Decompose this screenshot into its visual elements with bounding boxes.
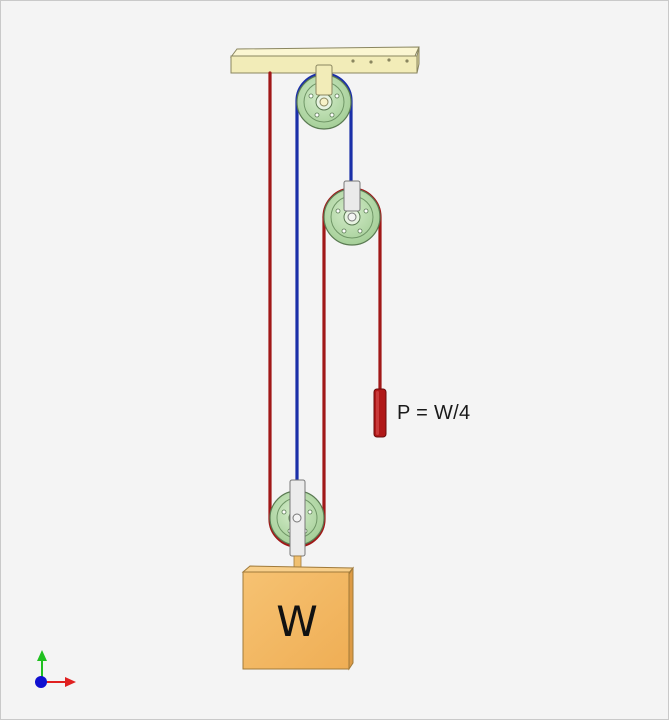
weight-label: W <box>276 597 318 646</box>
lower-pulley <box>269 479 325 571</box>
ropes <box>268 71 382 548</box>
xyz-axis-triad-icon <box>35 650 76 688</box>
middle-pulley <box>323 180 381 246</box>
top-pulley <box>296 64 352 130</box>
effort-handle <box>373 388 387 438</box>
force-label: P = W/4 <box>397 402 471 424</box>
ceiling-beam <box>229 46 420 74</box>
weight-block <box>241 565 355 671</box>
